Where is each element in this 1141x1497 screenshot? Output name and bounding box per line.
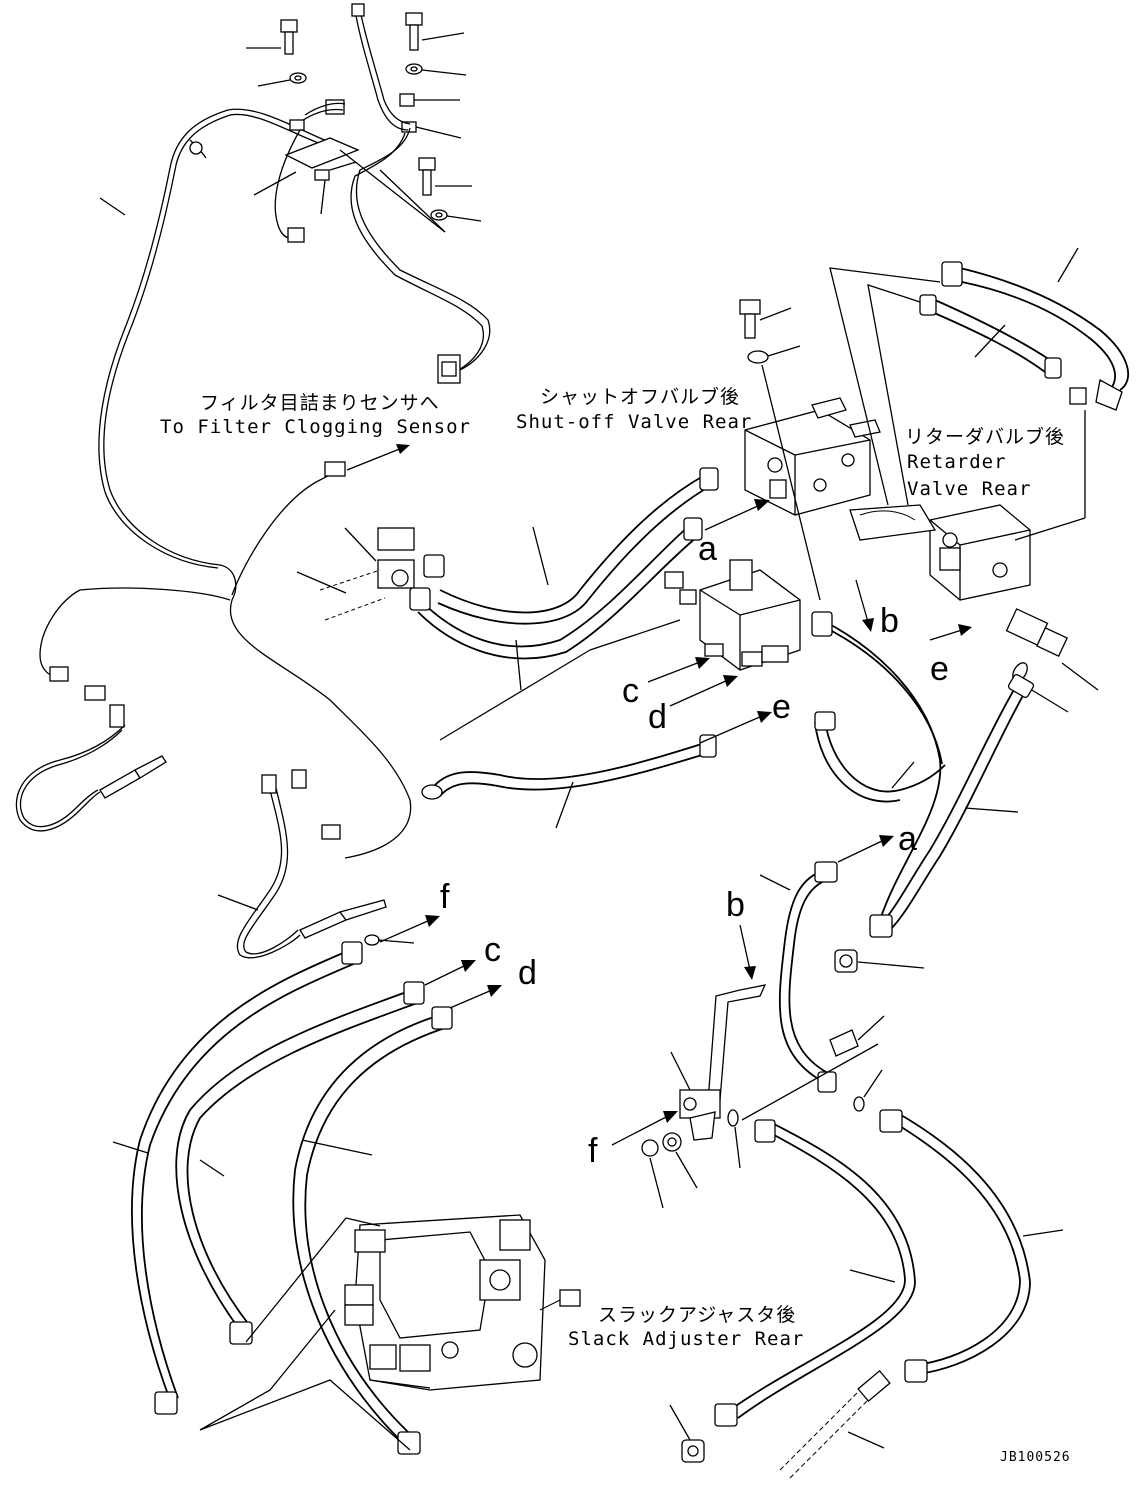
retarder-hoses xyxy=(829,247,1129,541)
arrow-f-bottom xyxy=(611,1111,678,1146)
junction-block xyxy=(439,559,801,741)
arrow-filter-sensor xyxy=(346,444,410,471)
slack-adjuster-assembly xyxy=(199,1214,581,1451)
letter-a-top: a xyxy=(698,530,717,568)
arrow-e-top xyxy=(929,624,972,641)
retarder-valve-block xyxy=(849,387,1099,713)
slack-label-en: Slack Adjuster Rear xyxy=(568,1328,805,1350)
slack-label-jp: スラックアジャスタ後 xyxy=(598,1304,797,1326)
arrow-d xyxy=(669,675,738,707)
letter-c: c xyxy=(622,672,639,710)
letter-f-bottom: f xyxy=(588,1132,598,1170)
letter-e-mid: e xyxy=(772,688,791,726)
shutoff-label-jp: シャットオフバルブ後 xyxy=(540,386,741,408)
tube-a xyxy=(759,861,925,1112)
shutoff-label-en: Shut-off Valve Rear xyxy=(516,411,753,433)
letter-e-top: e xyxy=(930,650,949,688)
hoses-bottom-right xyxy=(669,1109,1064,1479)
bracket-b xyxy=(641,984,879,1209)
bolt-group-top-left xyxy=(246,19,307,87)
hose-e xyxy=(421,734,717,829)
hoses-shutoff xyxy=(409,467,719,691)
hose-b xyxy=(811,611,1035,938)
arrow-b-top xyxy=(855,579,874,632)
letter-d-bottom: d xyxy=(518,954,537,992)
hoses-bottom-left xyxy=(112,934,453,1455)
shutoff-valve-block xyxy=(739,299,881,601)
letter-a-mid: a xyxy=(898,820,917,858)
letter-f-top: f xyxy=(440,878,450,916)
letter-d: d xyxy=(648,698,667,736)
arrow-f-top xyxy=(379,915,440,943)
sensor-cable-bottom-left xyxy=(217,769,387,959)
arrow-a-top xyxy=(704,499,770,531)
sensor-cable-left xyxy=(15,685,167,832)
wiring-harness xyxy=(39,3,491,859)
filter-sensor-label-en: To Filter Clogging Sensor xyxy=(160,416,471,438)
elbow-fitting-left xyxy=(296,527,415,621)
retarder-label-en-2: Valve Rear xyxy=(907,478,1032,500)
arrow-a-mid xyxy=(837,835,894,863)
drawing-code: JB100526 xyxy=(1000,1450,1071,1465)
arrow-e-mid xyxy=(699,711,772,744)
bolt-group-top-center xyxy=(399,12,482,222)
arrow-c-bottom xyxy=(424,960,476,986)
letter-c-bottom: c xyxy=(484,931,501,969)
letter-b-top: b xyxy=(880,602,899,640)
retarder-label-en-1: Retarder xyxy=(907,451,1007,473)
arrow-c xyxy=(647,657,710,683)
letter-b-bracket: b xyxy=(726,886,745,924)
arrow-b-bracket xyxy=(739,924,756,980)
arrow-d-bottom xyxy=(449,985,502,1009)
filter-sensor-label-jp: フィルタ目詰まりセンサへ xyxy=(200,392,440,414)
retarder-label-jp: リターダバルブ後 xyxy=(905,426,1066,448)
